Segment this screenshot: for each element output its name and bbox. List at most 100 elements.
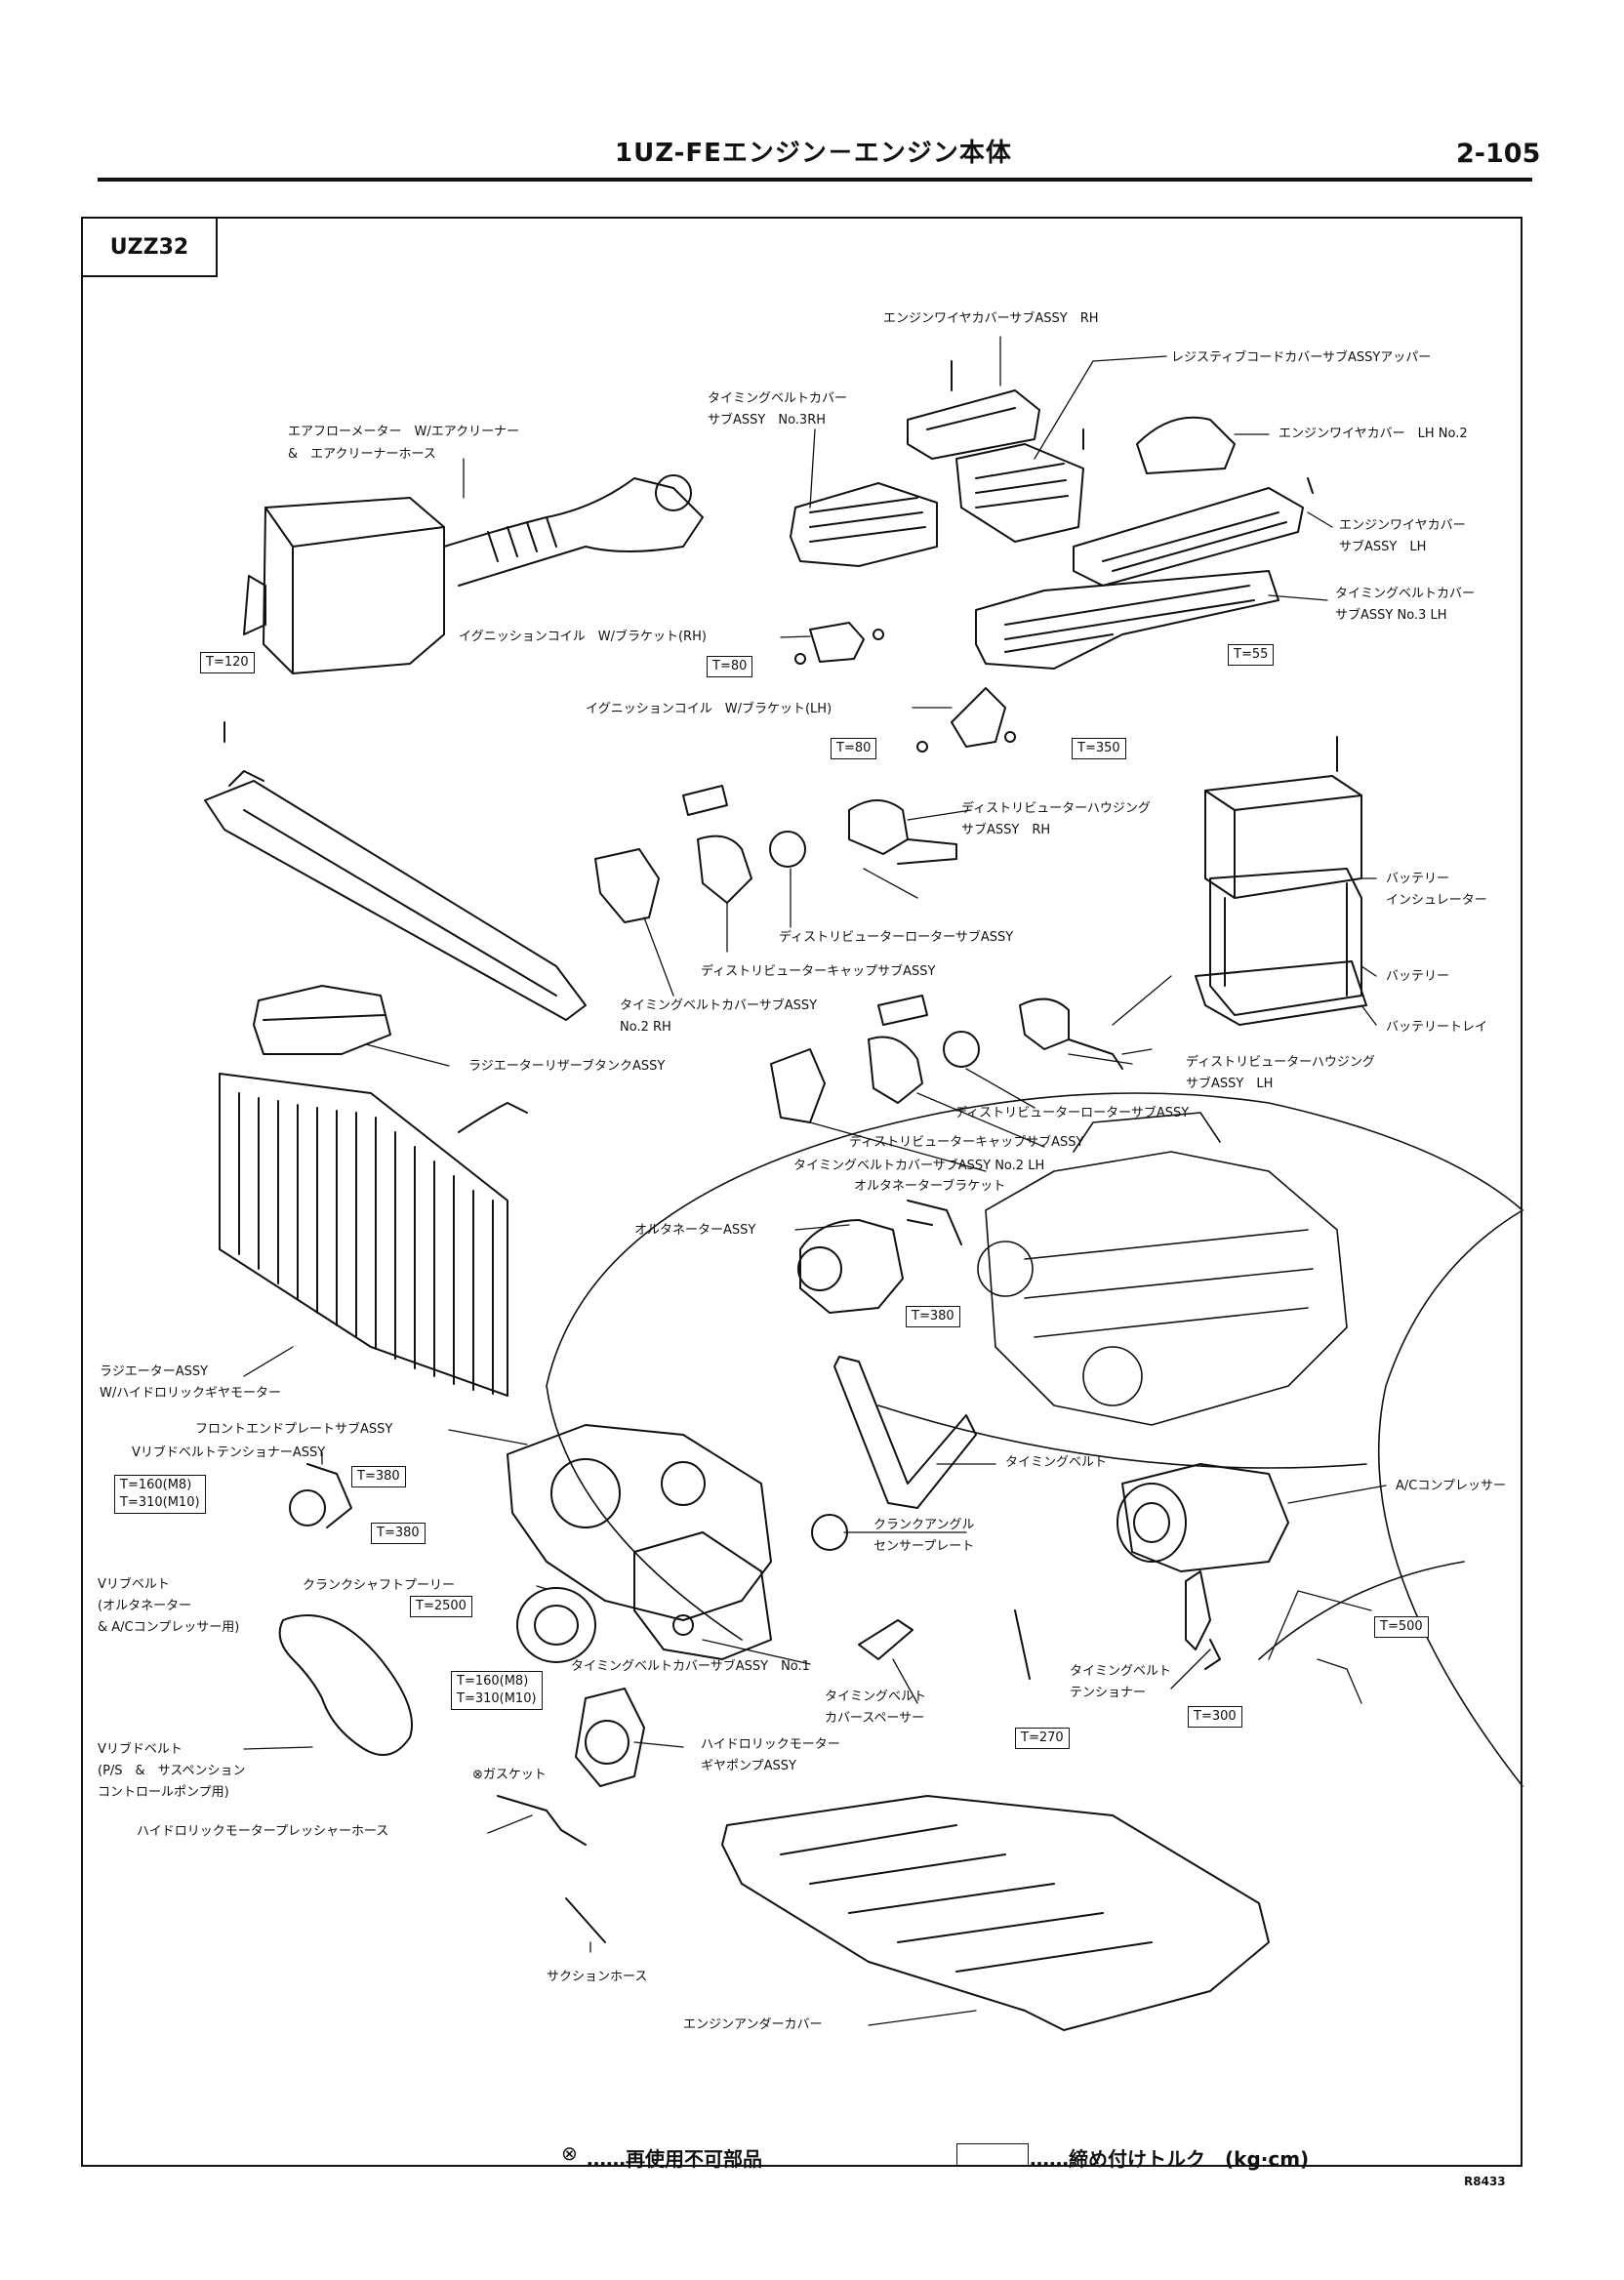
label-hyd-pump-1: ハイドロリックモーター (701, 1737, 840, 1752)
page-number: 2-105 (1456, 139, 1541, 169)
label-resistive-cord-cover: レジスティブコードカバーサブASSYアッパー (1171, 350, 1432, 365)
label-battery-insulator-1: バッテリー (1386, 872, 1450, 886)
engine-wire-cover-lh-no2 (1082, 416, 1236, 474)
label-tb-spacer-1: タイミングベルト (825, 1690, 927, 1704)
torque-box-multi: T=160(M8) T=310(M10) (114, 1475, 206, 1514)
label-suction-hose: サクションホース (547, 1970, 648, 1984)
engine-wire-cover-rh (907, 360, 1040, 460)
engine-under-cover (721, 1795, 1270, 2031)
label-tb-cover-no3rh-2: サブASSY No.3RH (708, 413, 826, 428)
label-ac-compressor: A/Cコンプレッサー (1396, 1479, 1506, 1493)
label-tb-cover-no3rh-1: タイミングベルトカバー (708, 391, 848, 406)
label-timing-belt: タイミングベルト (1005, 1455, 1108, 1470)
front-end-plate (507, 1424, 772, 1621)
resistive-cord-cover-upper (955, 443, 1084, 543)
hydraulic-pump-assy (575, 1688, 645, 1787)
label-radiator-2: W/ハイドロリックギヤモーター (100, 1386, 281, 1401)
label-dist-cap-rh: ディストリビューターキャップサブASSY (701, 964, 936, 979)
vehicle-body-outline (546, 1092, 1523, 1787)
label-ignition-coil-rh: イグニッションコイル W/ブラケット(RH) (459, 630, 707, 644)
label-crank-plate-1: クランクアングル (873, 1518, 975, 1532)
label-vrib-belt1-3: & A/Cコンプレッサー用) (98, 1620, 240, 1635)
engine-wire-cover-lh (1073, 477, 1314, 587)
engine-block (977, 1112, 1348, 1426)
label-pressure-hose: ハイドロリックモータープレッシャーホース (137, 1824, 389, 1839)
label-crank-plate-2: センサープレート (873, 1539, 975, 1554)
timing-belt-cover-spacer (858, 1619, 914, 1660)
distributor-rh-parts (594, 785, 957, 923)
label-dist-housing-rh-1: ディストリビューターハウジング (961, 801, 1151, 816)
label-dist-rotor-lh: ディストリビューターローターサブASSY (954, 1106, 1190, 1120)
ignition-coil-rh (794, 622, 884, 665)
torque-box: T=270 (1015, 1728, 1070, 1749)
label-tb-spacer-2: カバースペーサー (825, 1711, 925, 1726)
label-dist-housing-rh-2: サブASSY RH (961, 823, 1051, 837)
label-wire-cover-rh: エンジンワイヤカバーサブASSY RH (883, 311, 1099, 326)
label-tb-cover-no2lh: タイミングベルトカバーサブASSY No.2 LH (793, 1159, 1045, 1173)
timing-belt-tensioner (1185, 1570, 1221, 1670)
hydraulic-hoses (497, 1609, 1031, 1943)
label-gasket: ⊗ガスケット (472, 1768, 547, 1782)
torque-box: T=55 (1228, 644, 1275, 666)
label-vrib-belt1-1: Vリブベルト (98, 1577, 170, 1592)
legend-non-reusable-icon: ⊗ (561, 2141, 578, 2165)
crank-angle-sensor-plate (811, 1514, 848, 1551)
torque-box: T=80 (831, 738, 877, 759)
label-under-cover: エンジンアンダーカバー (683, 2017, 823, 2032)
torque-box: T=120 (200, 652, 255, 673)
torque-box-multi: T=160(M8) T=310(M10) (451, 1671, 543, 1710)
label-radiator-1: ラジエーターASSY (100, 1364, 209, 1379)
label-battery-tray: バッテリートレイ (1386, 1020, 1488, 1035)
legend-non-reusable: ……再使用不可部品 (587, 2147, 762, 2171)
leader-lines (243, 336, 1387, 2026)
label-tb-cover-no3lh-2: サブASSY No.3 LH (1335, 608, 1447, 623)
alternator-assy (797, 1200, 962, 1314)
air-cleaner-assy (243, 474, 704, 674)
label-vrib-tensioner: VリブドベルトテンショナーASSY (132, 1445, 326, 1460)
torque-box: T=350 (1072, 738, 1126, 759)
label-tb-cover-no2rh-2: No.2 RH (620, 1020, 671, 1035)
label-wire-cover-lh-1: エンジンワイヤカバー (1339, 518, 1466, 533)
battery-parts (1195, 736, 1367, 1026)
figure-code: R8433 (1464, 2175, 1506, 2188)
vrib-belt-tensioner (289, 1463, 352, 1528)
label-dist-rotor-rh: ディストリビューターローターサブASSY (779, 930, 1014, 945)
legend-torque-box-icon (956, 2143, 1029, 2167)
torque-box: T=380 (351, 1466, 406, 1487)
label-vrib-belt1-2: (オルタネーター (98, 1599, 192, 1613)
label-alternator-bracket: オルタネーターブラケット (854, 1179, 1006, 1194)
label-crankshaft-pulley: クランクシャフトプーリー (303, 1578, 456, 1593)
label-tb-cover-no3lh-1: タイミングベルトカバー (1335, 587, 1476, 601)
distributor-lh-parts (770, 995, 1123, 1123)
label-dist-cap-lh: ディストリビューターキャップサブASSY (849, 1135, 1084, 1150)
torque-box: T=80 (707, 656, 753, 677)
label-dist-housing-lh-1: ディストリビューターハウジング (1186, 1055, 1375, 1070)
label-vrib-belt2-1: Vリブドベルト (98, 1742, 183, 1757)
radiator-support (204, 721, 587, 1021)
legend-torque: ……締め付けトルク (kg·cm) (1030, 2147, 1310, 2171)
label-airflow-meter-2: & エアクリーナーホース (288, 447, 436, 462)
ignition-coil-lh (916, 687, 1016, 753)
label-front-end-plate: フロントエンドプレートサブASSY (195, 1422, 393, 1437)
torque-box: T=380 (906, 1306, 960, 1327)
radiator-reserve-tank (253, 985, 391, 1055)
header-rule (98, 178, 1532, 182)
label-battery: バッテリー (1386, 969, 1450, 984)
label-tb-cover-no2rh-1: タイミングベルトカバーサブASSY (620, 998, 818, 1013)
page-title: 1UZ-FEエンジン－エンジン本体 (615, 139, 1012, 168)
label-battery-insulator-2: インシュレーター (1386, 893, 1487, 908)
label-vrib-belt2-3: コントロールポンプ用) (98, 1785, 229, 1800)
non-reusable-symbol: ⊗ (472, 1768, 483, 1782)
label-airflow-meter-1: エアフローメーター W/エアクリーナー (288, 425, 520, 439)
label-alternator: オルタネーターASSY (634, 1223, 756, 1238)
crankshaft-pulley (516, 1587, 596, 1663)
diagram-frame (81, 217, 1522, 2167)
timing-belt-cover-no3-rh (790, 482, 938, 567)
radiator-assy (219, 1073, 528, 1397)
label-reserve-tank: ラジエーターリザーブタンクASSY (468, 1059, 666, 1074)
diagram-code: UZZ32 (81, 217, 218, 277)
torque-box: T=300 (1188, 1706, 1242, 1728)
label-wire-cover-lh-no2: エンジンワイヤカバー LH No.2 (1279, 427, 1468, 441)
torque-box: T=2500 (410, 1596, 472, 1617)
